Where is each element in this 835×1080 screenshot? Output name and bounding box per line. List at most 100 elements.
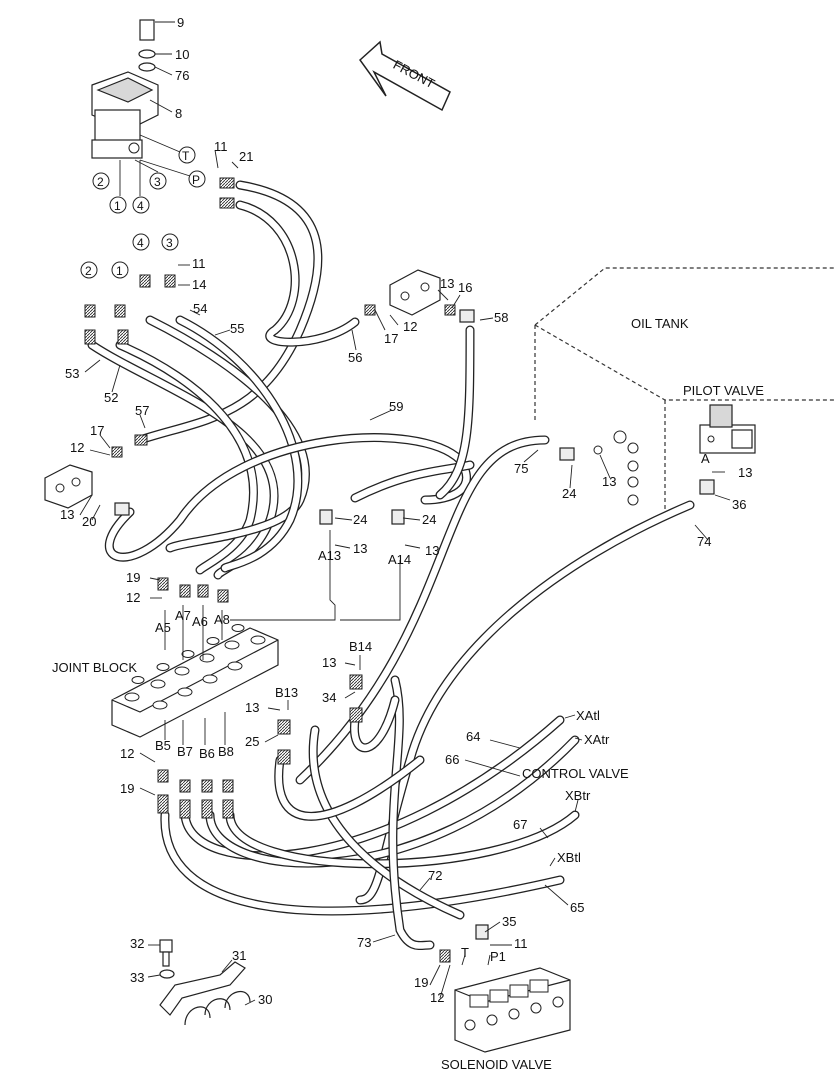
callout-73: 73 [357,935,371,950]
callout-13c: 13 [602,474,616,489]
callout-13g: 13 [322,655,336,670]
callout-12c: 12 [126,590,140,605]
callout-12b: 12 [70,440,84,455]
circled-port-labels: T P 2 3 1 4 4 3 2 1 [80,146,206,279]
port-T-label: T [182,149,190,163]
port-4b-label: 4 [137,236,144,250]
joint-block-label: JOINT BLOCK [52,660,137,675]
callout-74: 74 [697,534,711,549]
callout-13f: 13 [425,543,439,558]
callout-A14: A14 [388,552,411,567]
callout-numbers: 9 10 76 8 11 21 11 14 54 55 53 52 57 56 … [60,15,752,1007]
callout-11b: 11 [192,256,206,271]
port-4-label: 4 [137,199,144,213]
callout-32: 32 [130,936,144,951]
callout-12a: 12 [403,319,417,334]
callout-53: 53 [65,366,79,381]
callout-XBtr: XBtr [565,788,591,803]
port-P-label: P [192,173,200,187]
callout-A5: A5 [155,620,171,635]
callout-A13: A13 [318,548,341,563]
callout-B7: B7 [177,744,193,759]
callout-14: 14 [192,277,206,292]
callout-66: 66 [445,752,459,767]
callout-30: 30 [258,992,272,1007]
callout-54: 54 [193,301,207,316]
callout-11c: 11 [514,936,528,951]
callout-8: 8 [175,106,182,121]
fittings [84,177,715,963]
callout-33: 33 [130,970,144,985]
callout-A8: A8 [214,612,230,627]
callout-12e: 12 [430,990,444,1005]
callout-24a: 24 [562,486,576,501]
front-arrow: FRONT [358,40,451,112]
pilot-valve-label: PILOT VALVE [683,383,764,398]
port-1-label: 1 [114,199,121,213]
hose-bundle [87,180,695,951]
callout-19a: 19 [126,570,140,585]
callout-59: 59 [389,399,403,414]
callout-B6: B6 [199,746,215,761]
hose-clamp [159,939,251,1026]
callout-XBtl: XBtl [557,850,581,865]
solenoid-valve [454,967,571,1053]
callout-57: 57 [135,403,149,418]
callout-13h: 13 [245,700,259,715]
callout-75: 75 [514,461,528,476]
callout-76: 76 [175,68,189,83]
callout-52: 52 [104,390,118,405]
control-valve-label: CONTROL VALVE [522,766,629,781]
callout-64: 64 [466,729,480,744]
oil-tank-label: OIL TANK [631,316,689,331]
solenoid-valve-label: SOLENOID VALVE [441,1057,552,1072]
leader-lines [79,21,731,1006]
callout-21: 21 [239,149,253,164]
callout-13d: 13 [738,465,752,480]
callout-17a: 17 [384,331,398,346]
loose-fittings [593,430,639,506]
callout-P1: P1 [490,949,506,964]
port-1b-label: 1 [116,264,123,278]
callout-XAtl: XAtl [576,708,600,723]
callout-B8: B8 [218,744,234,759]
port-3-label: 3 [154,175,161,189]
joint-block [111,624,279,738]
callout-65: 65 [570,900,584,915]
callout-B5: B5 [155,738,171,753]
callout-11a: 11 [214,139,228,154]
callout-B13: B13 [275,685,298,700]
callout-67: 67 [513,817,527,832]
callout-9: 9 [177,15,184,30]
callout-19b: 19 [120,781,134,796]
block-left [44,464,93,509]
callout-16: 16 [458,280,472,295]
callout-A: A [701,451,710,466]
callout-55: 55 [230,321,244,336]
callout-36: 36 [732,497,746,512]
callout-12d: 12 [120,746,134,761]
callout-72: 72 [428,868,442,883]
callout-58: 58 [494,310,508,325]
callout-20: 20 [82,514,96,529]
callout-A7: A7 [175,608,191,623]
port-2b-label: 2 [85,264,92,278]
callout-24b: 24 [353,512,367,527]
callout-34: 34 [322,690,336,705]
callout-13a: 13 [440,276,454,291]
port-2-label: 2 [97,175,104,189]
callout-B14: B14 [349,639,372,654]
oil-tank [534,267,835,510]
callout-T: T [461,945,469,960]
callout-13b: 13 [60,507,74,522]
callout-31: 31 [232,948,246,963]
port-3b-label: 3 [166,236,173,250]
pilot-valve [699,404,756,454]
joystick-pilot-valve [91,19,159,159]
callout-A6: A6 [192,614,208,629]
callout-13e: 13 [353,541,367,556]
callout-17b: 17 [90,423,104,438]
callout-19c: 19 [414,975,428,990]
